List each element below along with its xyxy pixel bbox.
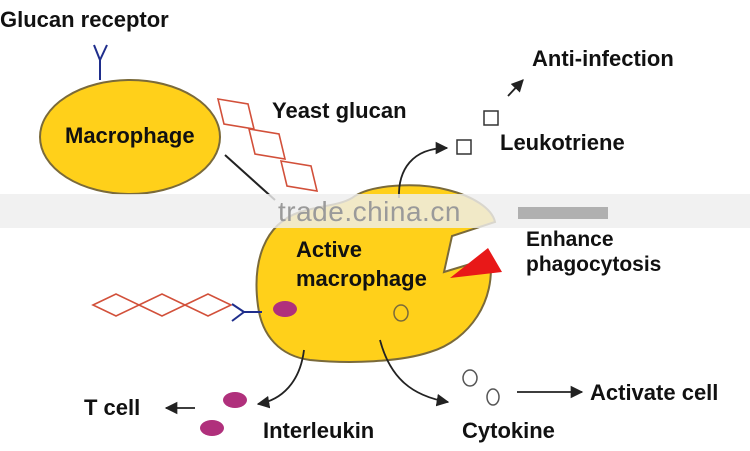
watermark-text: trade.china.cn xyxy=(278,196,461,227)
leukotriene-label: Leukotriene xyxy=(500,130,625,155)
activate-cell-label: Activate cell xyxy=(590,380,718,405)
anti-infection-label: Anti-infection xyxy=(532,46,674,71)
cytokine-circle-2 xyxy=(486,388,500,406)
enhance-label-line1: Enhance xyxy=(526,228,614,251)
leukotriene-arrow xyxy=(398,141,449,199)
active-macrophage-label-line1: Active xyxy=(296,237,362,262)
activation-line xyxy=(224,154,276,201)
cytokine-circle-inner xyxy=(393,304,409,322)
enhance-label-line2: phagocytosis xyxy=(526,253,661,276)
macrophage-label: Macrophage xyxy=(65,123,195,148)
active-macrophage-cell xyxy=(255,184,497,363)
bound-glucan-chain xyxy=(91,293,233,317)
yeast-glucan-label: Yeast glucan xyxy=(272,98,407,123)
cytokine-arrow xyxy=(379,339,450,407)
watermark-stripe xyxy=(518,207,608,219)
interleukin-label: Interleukin xyxy=(263,418,374,443)
bound-receptor-icon xyxy=(231,303,262,322)
leukotriene-square-1 xyxy=(456,139,472,155)
glucan-receptor-label: Glucan receptor xyxy=(0,7,169,32)
glucan-receptor-icon xyxy=(93,44,108,80)
interleukin-arrow xyxy=(256,349,305,409)
leukotriene-square-2 xyxy=(483,110,499,126)
cytokine-label: Cytokine xyxy=(462,418,555,443)
active-macrophage-label-line2: macrophage xyxy=(296,266,427,291)
interleukin-dot-1 xyxy=(223,392,247,408)
interleukin-dot-2 xyxy=(200,420,224,436)
anti-infection-arrow xyxy=(507,79,524,97)
phagocytosis-wedge-icon xyxy=(450,248,502,278)
cytokine-circle-1 xyxy=(462,369,478,387)
interleukin-dot-inner xyxy=(273,301,297,317)
t-cell-label: T cell xyxy=(84,395,140,420)
watermark-band xyxy=(0,194,750,228)
yeast-glucan-chain xyxy=(216,98,319,192)
